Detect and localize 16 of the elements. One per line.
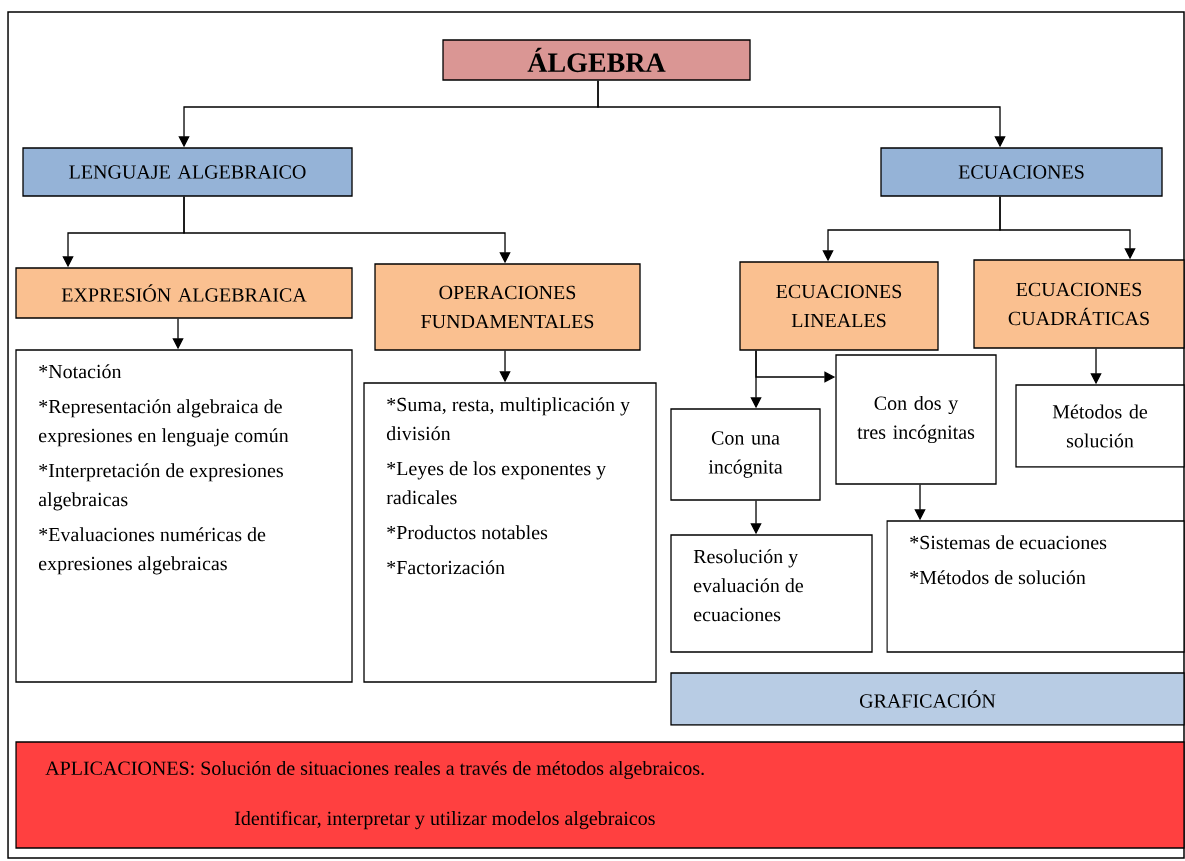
category-box: ECUACIONES: [880, 147, 1163, 197]
banner-box: APLICACIONES: Solución de situaciones reales a través de métodos algebraicos. Identificar, interpretar y utilizar modelos algebraicos: [15, 741, 1185, 849]
content-box: *Sistemas de ecuaciones *Métodos de solución: [886, 520, 1185, 653]
content-box: Con una incógnita: [670, 408, 821, 501]
topic-box: OPERACIONES FUNDAMENTALES: [374, 263, 641, 351]
content-box: Resolución y evaluación de ecuaciones: [670, 534, 873, 653]
topic-box: EXPRESIÓN ALGEBRAICA: [15, 267, 353, 319]
content-box: *Suma, resta, multiplicación y división *Leyes de los exponentes y radicales *Productos notables *Factorización: [363, 382, 657, 683]
topic-box: ECUACIONES CUADRÁTICAS: [973, 259, 1185, 349]
content-box: Métodos de solución: [1015, 384, 1185, 468]
band-box: GRAFICACIÓN: [670, 672, 1185, 726]
topic-box: ECUACIONES LINEALES: [739, 261, 939, 351]
category-box: LENGUAJE ALGEBRAICO: [22, 147, 353, 197]
title-box: ÁLGEBRA: [442, 39, 751, 81]
content-box: *Notación *Representación algebraica de expresiones en lenguaje común *Interpretación de expresiones algebraicas *Evaluaciones numéricas de expresiones algebraicas: [15, 349, 353, 683]
content-box: Con dos y tres incógnitas: [835, 354, 997, 485]
